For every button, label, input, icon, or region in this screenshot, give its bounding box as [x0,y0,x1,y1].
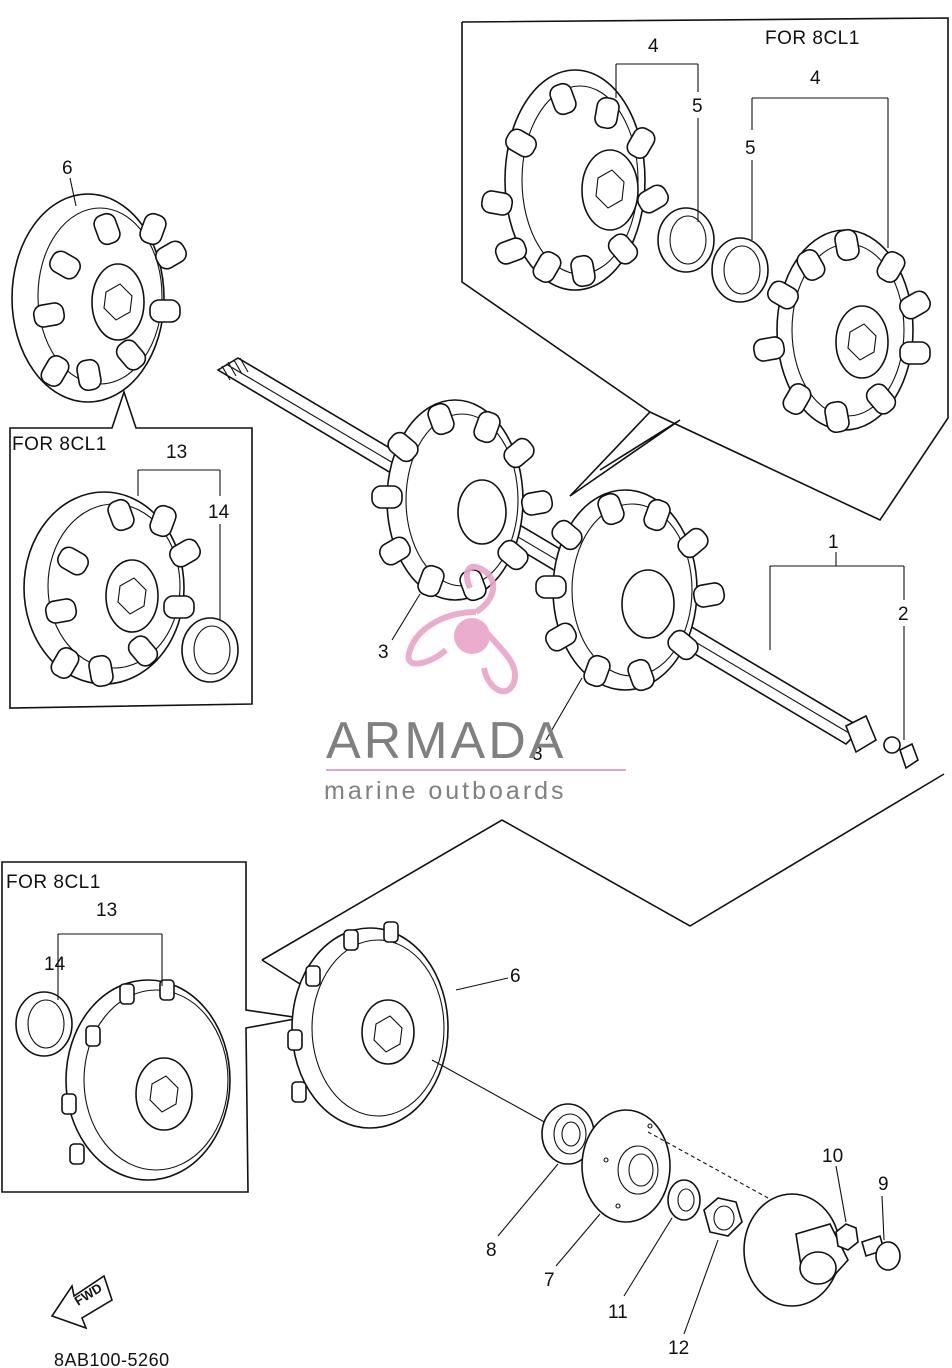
callout-6a: 6 [62,158,73,179]
leader-line [137,469,221,620]
callout-12: 12 [668,1338,689,1359]
box-top-right-outline [461,17,949,522]
callout-4a: 4 [648,36,659,57]
leader-line [683,1239,719,1335]
callout-10: 10 [822,1146,843,1167]
leader-line [623,1217,673,1297]
leader-line [835,1165,847,1223]
leader-line [545,677,583,741]
sprocket-icon [480,69,669,291]
sprocket-icon [371,399,554,602]
leader-line [69,177,77,207]
leader-line [391,593,421,641]
box-label-left-middle: FOR 8CL1 [12,434,107,455]
sprocket-icon [752,228,931,434]
callout-3b: 3 [532,744,543,765]
sprocket-icon [11,193,187,403]
box-label-top-right: FOR 8CL1 [765,28,860,49]
leader-line [455,977,509,991]
lower-group-outline [261,959,301,985]
box-top-right-pointer [569,419,681,497]
callout-11: 11 [608,1302,628,1323]
callout-14b: 14 [44,954,66,975]
leader-line [57,933,163,1000]
collar-icon [657,207,769,303]
callout-5b: 5 [745,138,756,159]
sprocket-icon [23,491,201,688]
callout-13b: 13 [96,900,117,921]
callout-8: 8 [486,1240,497,1261]
callout-3a: 3 [378,642,389,663]
nut-icon [703,1197,743,1237]
callout-5a: 5 [692,96,703,117]
leader-line [497,1163,559,1237]
callout-9: 9 [878,1174,889,1195]
brand-tagline: marine outboards [324,777,567,805]
callout-7: 7 [544,1270,555,1291]
leader-line [881,1195,885,1241]
box-left-bottom-outline [1,861,301,1193]
fwd-arrow-icon: FWD [50,1274,113,1330]
brand-name: ARMADA [326,712,566,770]
bolt-icon [861,1234,901,1271]
nut-icon [883,736,919,770]
callout-14a: 14 [208,502,230,523]
sprocket-icon [535,489,726,692]
nut-icon [835,1223,859,1251]
propeller-logo-icon [405,563,519,695]
lower-group-outline [261,773,945,961]
callout-6b: 6 [510,966,521,987]
washer-icon [667,1179,701,1221]
wheel-icon [61,979,231,1181]
box-left-middle-outline [9,389,253,709]
axis-line [431,1059,549,1125]
collar-icon [15,991,73,1057]
leader-line [555,1213,601,1267]
callout-2: 2 [898,604,909,625]
callout-1: 1 [828,532,839,553]
box-label-left-bottom: FOR 8CL1 [6,872,101,893]
callout-13a: 13 [166,442,187,463]
callout-4b: 4 [810,68,821,89]
hub-flange-icon [647,1131,849,1307]
bearing-icon [541,1103,595,1165]
collar-icon [181,617,239,683]
leader-line [751,97,889,248]
leader-line [615,63,699,222]
wheel-icon [287,921,449,1129]
leader-line [769,552,905,740]
part-code: 8AB100-5260 [54,1350,170,1368]
housing-icon [581,1109,671,1223]
